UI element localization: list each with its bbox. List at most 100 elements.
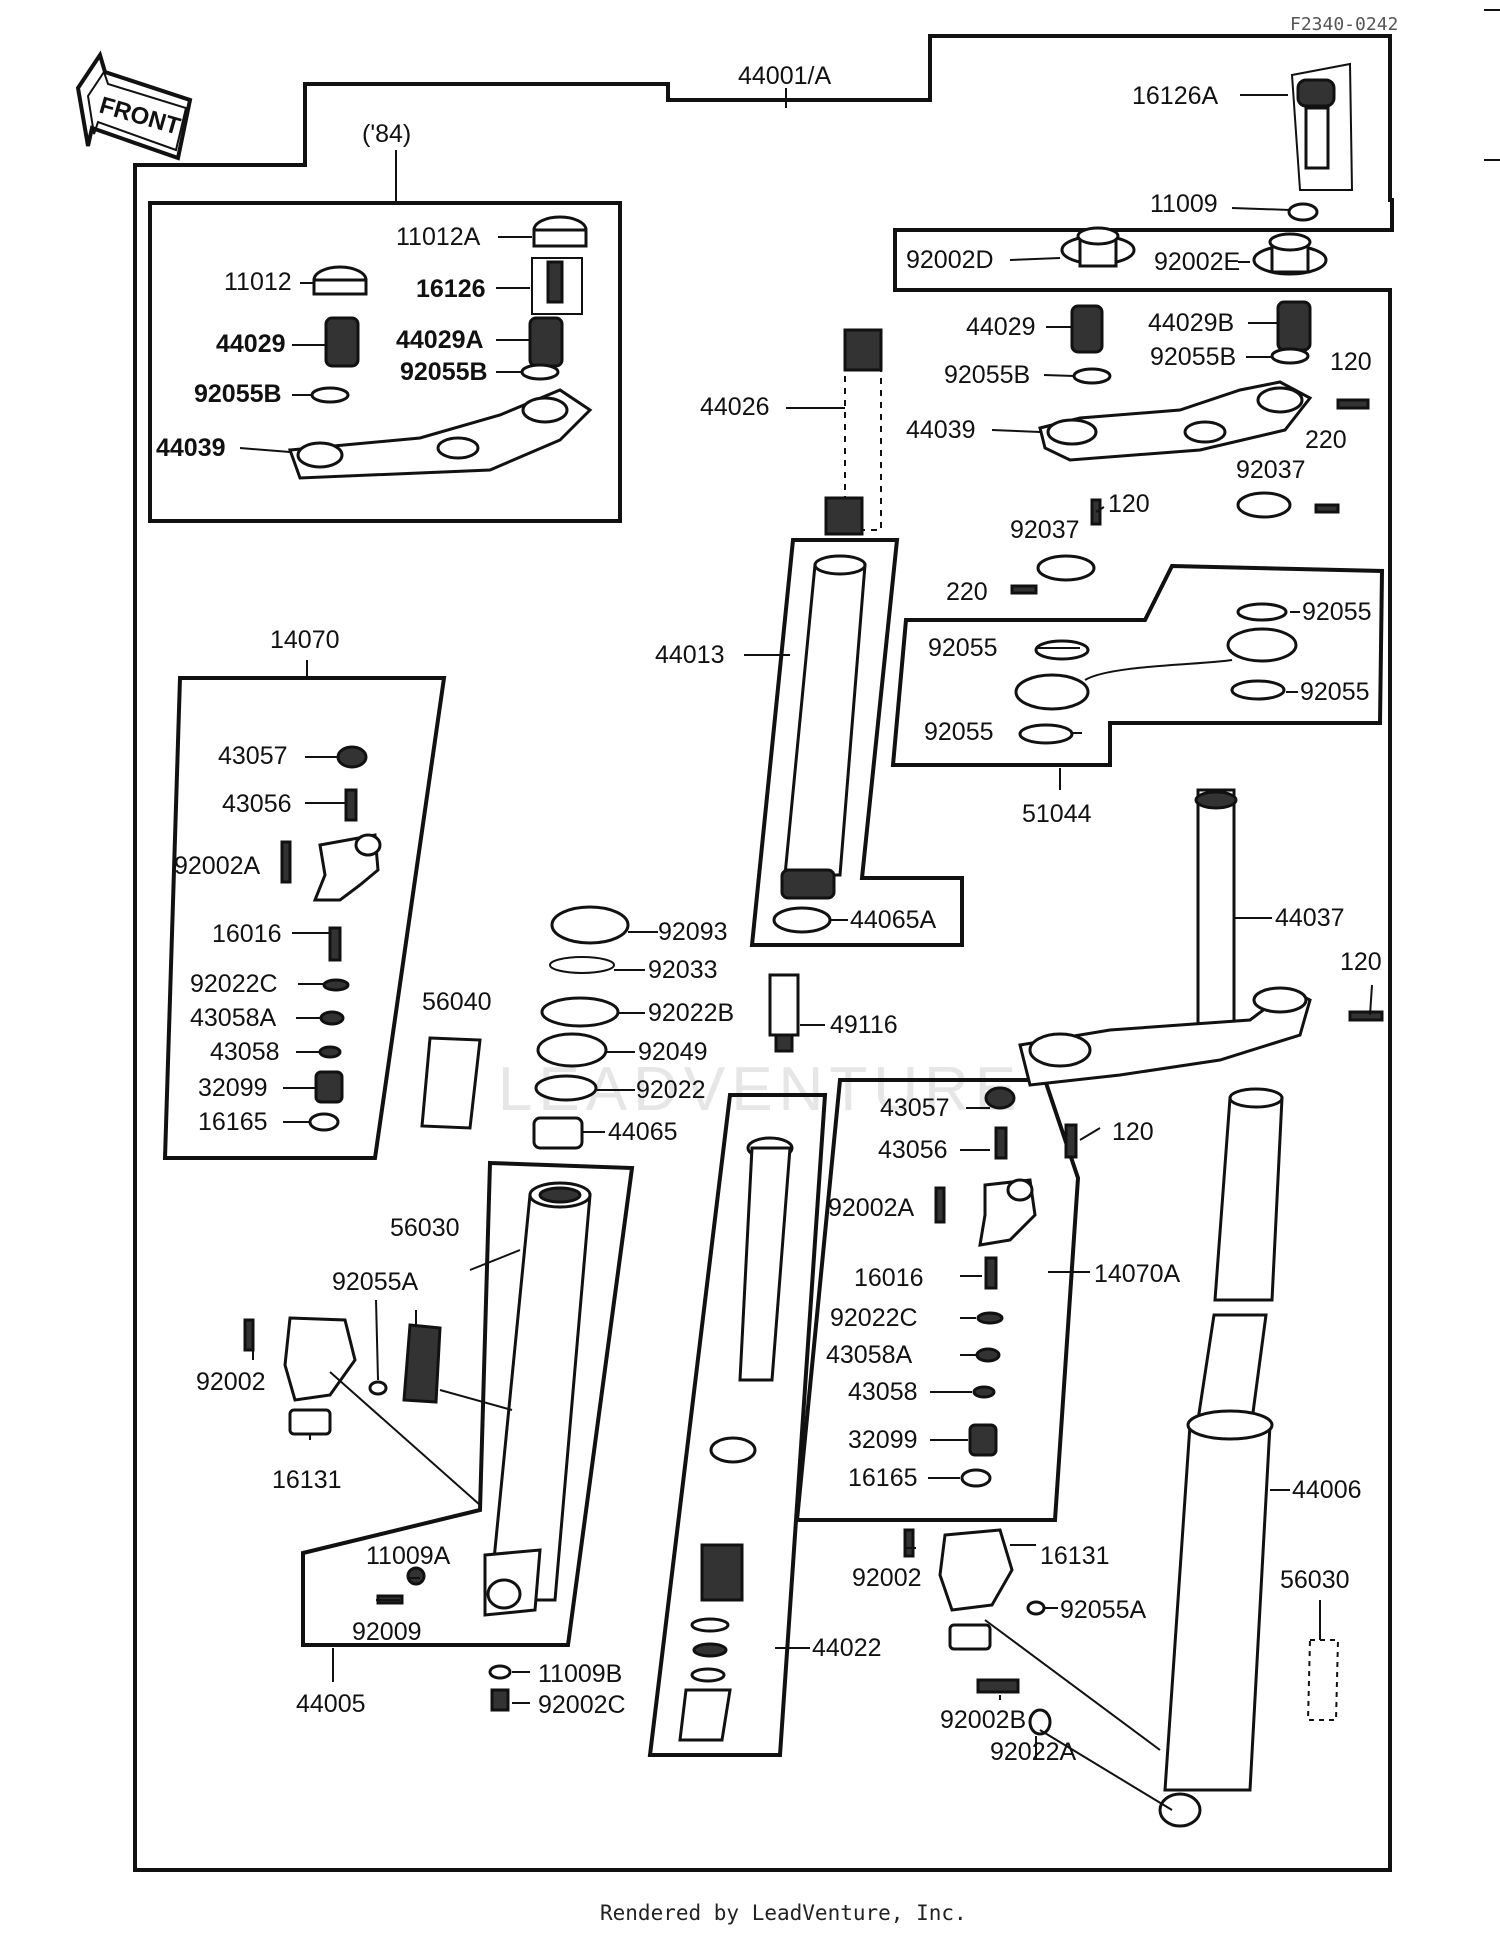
part-43056-left (344, 788, 358, 822)
label-16165-left: 16165 (198, 1108, 268, 1136)
part-44029-left (324, 316, 360, 368)
diagram-ref-code: F2340-0242 (1290, 14, 1398, 35)
part-32099-left (314, 1070, 344, 1104)
outer-group-boundary (133, 34, 1394, 1872)
part-43058a-left (319, 1010, 345, 1026)
label-92002d: 92002D (906, 246, 994, 274)
valve-14070a-group-box (794, 1078, 1081, 1522)
part-43058-right (972, 1385, 996, 1399)
part-92055a-left (368, 1380, 388, 1396)
label-120-c: 120 (1340, 948, 1382, 976)
label-11009b: 11009B (538, 1660, 622, 1688)
part-44029a (528, 316, 564, 368)
label-44065a: 44065A (850, 906, 937, 934)
label-92002e: 92002E (1154, 248, 1240, 276)
label-32099-right: 32099 (848, 1426, 918, 1454)
part-92022c-left (322, 978, 350, 992)
part-11009b (488, 1664, 512, 1680)
part-43057-left (336, 745, 368, 769)
label-43057-left: 43057 (218, 742, 288, 770)
left-fork-44005-group-box (301, 1160, 635, 1647)
label-92049: 92049 (638, 1038, 708, 1066)
label-44001a: 44001/A (738, 62, 831, 90)
label-92055b-b: 92055B (194, 380, 282, 408)
part-92002e (1252, 232, 1328, 276)
cylinder-44013-group-box (749, 538, 964, 947)
label-32099-left: 32099 (198, 1074, 268, 1102)
label-16126: 16126 (416, 275, 486, 303)
label-92055-lower-a: 92055 (924, 718, 994, 746)
part-92022b (540, 996, 620, 1028)
label-44029-right: 44029 (966, 313, 1036, 341)
label-44026: 44026 (700, 393, 770, 421)
label-16165-right: 16165 (848, 1464, 918, 1492)
part-92002b (976, 1678, 1020, 1694)
label-92022a: 92022A (990, 1738, 1077, 1766)
label-16126a: 16126A (1132, 82, 1219, 110)
label-92009: 92009 (352, 1618, 422, 1646)
label-44013: 44013 (655, 641, 725, 669)
label-92055b-d: 92055B (1150, 343, 1236, 371)
part-43058a-right (975, 1347, 1001, 1363)
part-120-bolt-a (1336, 398, 1370, 410)
leader-lines (239, 94, 1373, 1811)
part-valve-body-left (312, 833, 382, 902)
label-92022c-right: 92022C (830, 1304, 918, 1332)
part-44039-right-bracket (1038, 380, 1313, 462)
label-92022c-left: 92022C (190, 970, 278, 998)
label-44022: 44022 (812, 1634, 882, 1662)
label-43057-right: 43057 (880, 1094, 950, 1122)
label-92037-b: 92037 (1010, 516, 1080, 544)
part-92002d (1060, 226, 1136, 268)
part-92033 (549, 956, 615, 974)
label-120-d: 120 (1112, 1118, 1154, 1146)
label-44039-left: 44039 (156, 434, 226, 462)
part-44026-spring (824, 328, 883, 536)
label-11009: 11009 (1150, 190, 1218, 218)
label-92037-a: 92037 (1236, 456, 1306, 484)
label-92022b: 92022B (648, 999, 734, 1027)
part-43057-right (984, 1086, 1016, 1110)
part-92055b-b (310, 386, 350, 404)
part-92055-left-a (1034, 639, 1090, 661)
part-92037-a (1236, 491, 1292, 519)
label-43058-left: 43058 (210, 1038, 280, 1066)
part-92022c-right (976, 1311, 1004, 1325)
label-92093: 92093 (658, 918, 728, 946)
valve-14070-group-box (162, 676, 447, 1160)
year-84-group-box (148, 201, 622, 523)
part-92049 (536, 1032, 608, 1068)
part-16165-right (960, 1468, 992, 1488)
label-92055-left-a: 92055 (928, 634, 998, 662)
part-49116-valve (768, 973, 800, 1053)
part-44065a (772, 906, 832, 934)
part-11009a (406, 1566, 426, 1586)
label-92002b: 92002B (940, 1706, 1026, 1734)
part-92002c (490, 1688, 510, 1712)
label-44006: 44006 (1292, 1476, 1362, 1504)
part-92002a-left (280, 840, 292, 884)
label-43058a-left: 43058A (190, 1004, 277, 1032)
part-16126a (1290, 62, 1354, 191)
label-92033: 92033 (648, 956, 718, 984)
label-56040: 56040 (422, 988, 492, 1016)
label-56030-left: 56030 (390, 1214, 460, 1242)
label-220-a: 220 (1305, 426, 1347, 454)
label-92055-lower-b: 92055 (1300, 678, 1370, 706)
part-44022-damper-rod (678, 1136, 794, 1742)
label-92055b-a: 92055B (400, 358, 488, 386)
label-92055a-right: 92055A (1060, 1596, 1147, 1624)
damper-44022-group-box (647, 1093, 828, 1757)
label-year-84: ('84) (362, 120, 411, 148)
label-92055-upper-a: 92055 (1302, 598, 1372, 626)
label-120-a: 120 (1330, 348, 1372, 376)
label-44065: 44065 (608, 1118, 678, 1146)
part-16016-right (984, 1256, 998, 1290)
label-14070a: 14070A (1094, 1260, 1181, 1288)
label-51044: 51044 (1022, 800, 1092, 828)
part-44029-right (1070, 304, 1104, 354)
part-44013-tube (780, 554, 867, 900)
part-43058-left (318, 1045, 342, 1059)
label-44005: 44005 (296, 1690, 366, 1718)
